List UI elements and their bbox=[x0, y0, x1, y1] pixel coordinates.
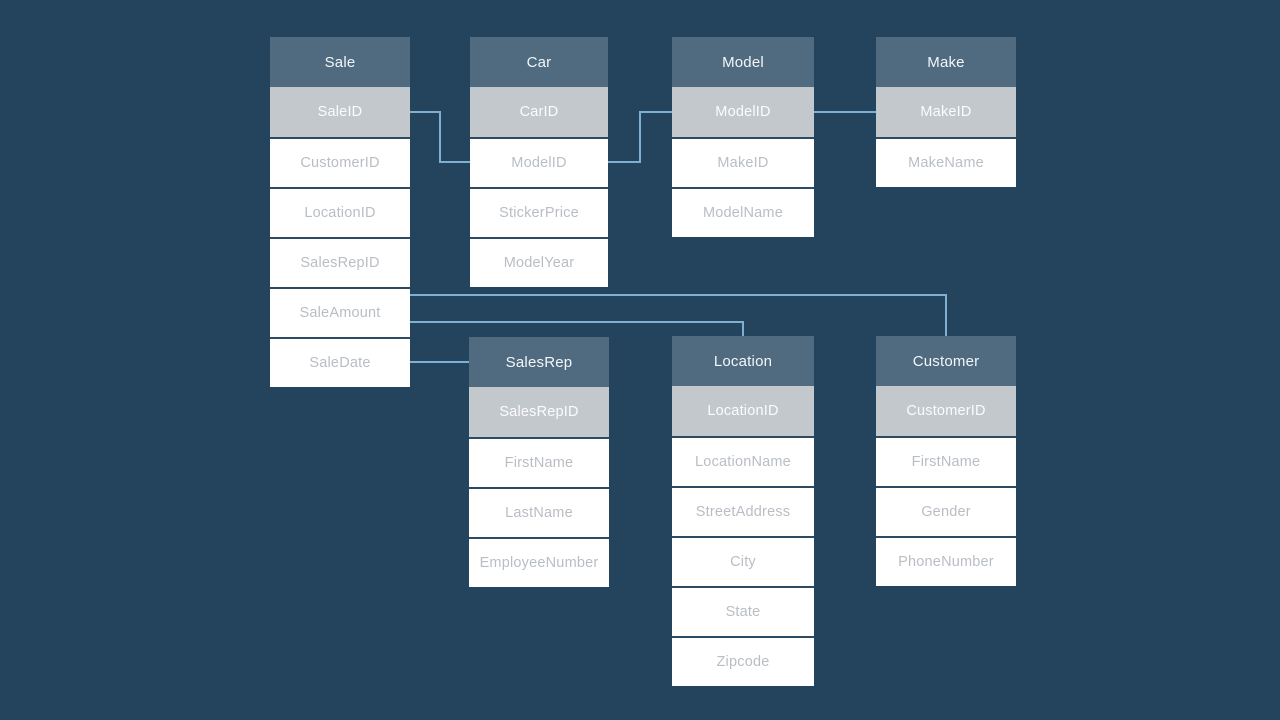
relationship-line bbox=[410, 294, 947, 337]
attribute-field[interactable]: ModelID bbox=[470, 137, 608, 187]
attribute-field[interactable]: Gender bbox=[876, 486, 1016, 536]
attribute-field[interactable]: Zipcode bbox=[672, 636, 814, 686]
primary-key-field[interactable]: CarID bbox=[470, 87, 608, 137]
primary-key-field[interactable]: SaleID bbox=[270, 87, 410, 137]
attribute-field[interactable]: FirstName bbox=[876, 436, 1016, 486]
attribute-field[interactable]: SaleAmount bbox=[270, 287, 410, 337]
attribute-field[interactable]: MakeID bbox=[672, 137, 814, 187]
attribute-field[interactable]: EmployeeNumber bbox=[469, 537, 609, 587]
attribute-field[interactable]: PhoneNumber bbox=[876, 536, 1016, 586]
attribute-field[interactable]: CustomerID bbox=[270, 137, 410, 187]
entity-title: Model bbox=[672, 37, 814, 87]
relationship-line bbox=[410, 321, 744, 337]
attribute-field[interactable]: MakeName bbox=[876, 137, 1016, 187]
primary-key-field[interactable]: MakeID bbox=[876, 87, 1016, 137]
primary-key-field[interactable]: LocationID bbox=[672, 386, 814, 436]
entity-title: Make bbox=[876, 37, 1016, 87]
primary-key-field[interactable]: ModelID bbox=[672, 87, 814, 137]
attribute-field[interactable]: SalesRepID bbox=[270, 237, 410, 287]
relationship-line bbox=[410, 111, 470, 163]
attribute-field[interactable]: LocationName bbox=[672, 436, 814, 486]
entity-title: Location bbox=[672, 336, 814, 386]
attribute-field[interactable]: LocationID bbox=[270, 187, 410, 237]
entity-title: SalesRep bbox=[469, 337, 609, 387]
attribute-field[interactable]: ModelName bbox=[672, 187, 814, 237]
attribute-field[interactable]: StreetAddress bbox=[672, 486, 814, 536]
entity-title: Customer bbox=[876, 336, 1016, 386]
relationship-line bbox=[608, 111, 672, 163]
primary-key-field[interactable]: CustomerID bbox=[876, 386, 1016, 436]
attribute-field[interactable]: FirstName bbox=[469, 437, 609, 487]
attribute-field[interactable]: StickerPrice bbox=[470, 187, 608, 237]
attribute-field[interactable]: City bbox=[672, 536, 814, 586]
attribute-field[interactable]: ModelYear bbox=[470, 237, 608, 287]
attribute-field[interactable]: State bbox=[672, 586, 814, 636]
attribute-field[interactable]: LastName bbox=[469, 487, 609, 537]
attribute-field[interactable]: SaleDate bbox=[270, 337, 410, 387]
entity-title: Sale bbox=[270, 37, 410, 87]
primary-key-field[interactable]: SalesRepID bbox=[469, 387, 609, 437]
entity-title: Car bbox=[470, 37, 608, 87]
